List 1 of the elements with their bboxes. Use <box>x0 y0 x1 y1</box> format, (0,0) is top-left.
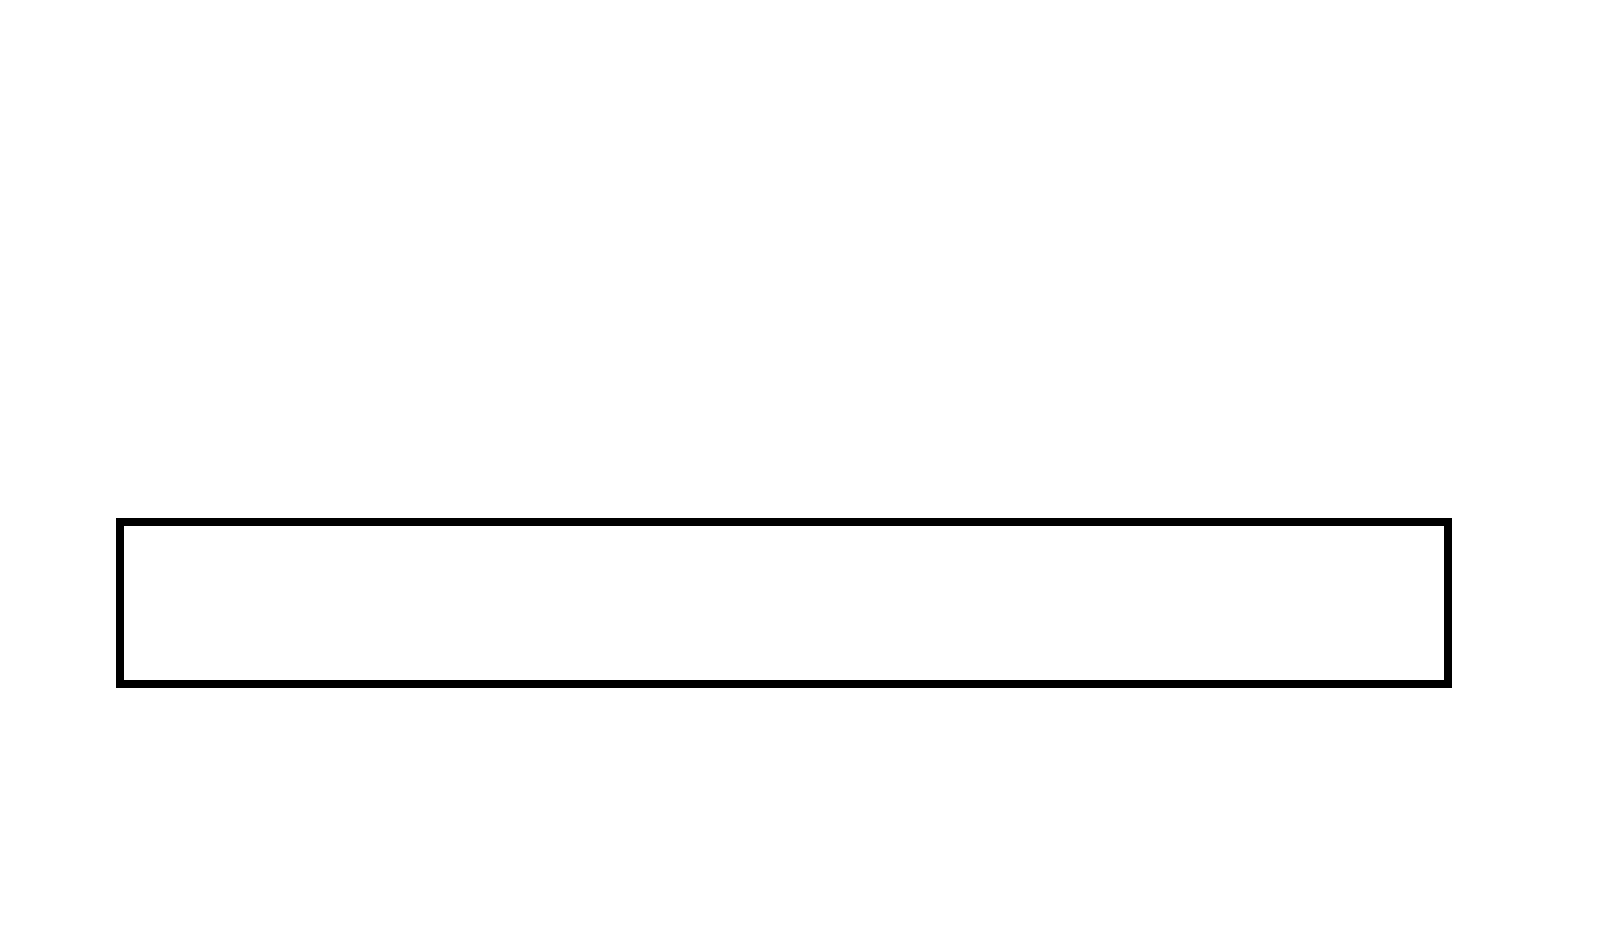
empty-box <box>116 518 1452 688</box>
